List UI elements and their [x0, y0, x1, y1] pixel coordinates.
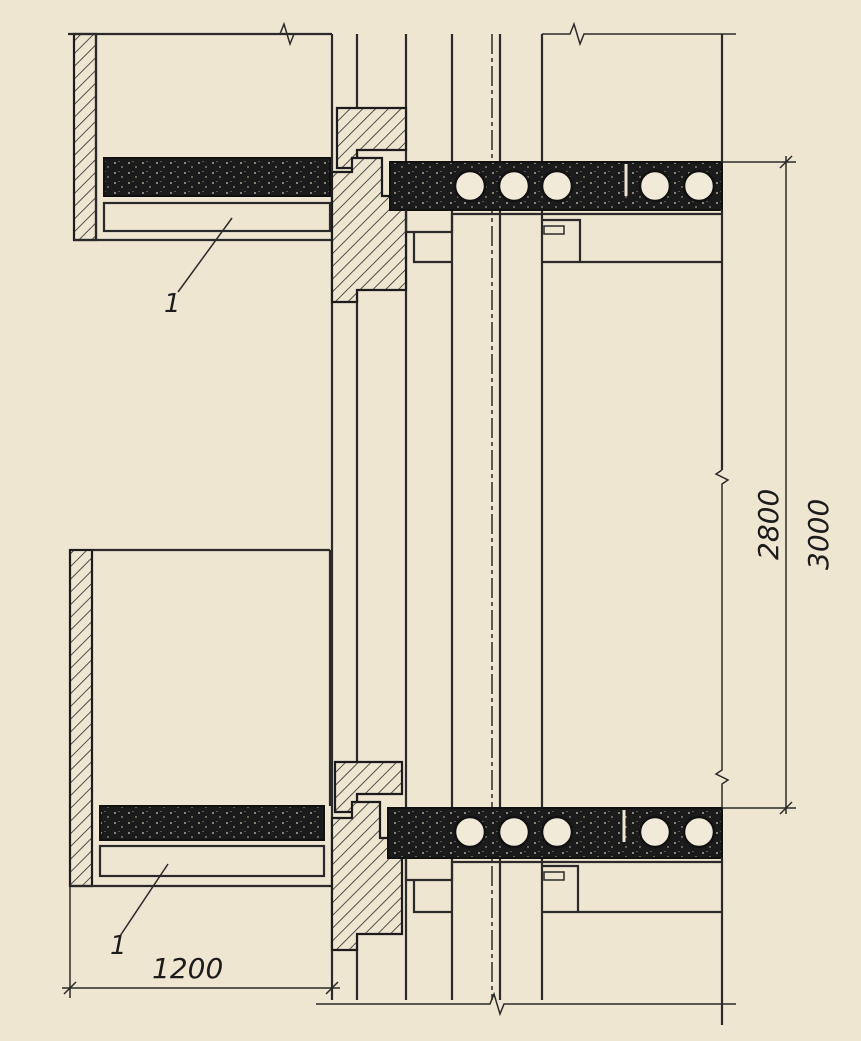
right-panel — [714, 262, 730, 808]
break-mark-bottom — [316, 991, 736, 1017]
upper-hollow-core-slab — [389, 161, 723, 211]
lower-left-wall — [68, 548, 332, 888]
upper-left-wall — [68, 32, 332, 242]
lower-right-beam — [404, 858, 724, 1025]
dim-label-1200: 1200 — [152, 952, 223, 985]
upper-right-beam — [404, 34, 724, 264]
callout-leader-lower — [119, 863, 169, 937]
break-mark-top — [268, 21, 736, 47]
callout-label-upper: 1 — [164, 289, 181, 319]
dimension-vertical — [722, 155, 796, 815]
upper-left-floor-slab — [102, 157, 332, 233]
dimension-horizontal — [62, 886, 340, 998]
lower-hollow-core-slab — [387, 807, 723, 859]
lower-left-floor-slab — [98, 805, 326, 878]
upper-joint-block — [330, 106, 408, 304]
callout-leader-upper — [177, 217, 233, 293]
dim-label-3000: 3000 — [802, 499, 835, 570]
callout-label-lower: 1 — [110, 931, 127, 961]
dim-label-2800: 2800 — [752, 489, 785, 560]
